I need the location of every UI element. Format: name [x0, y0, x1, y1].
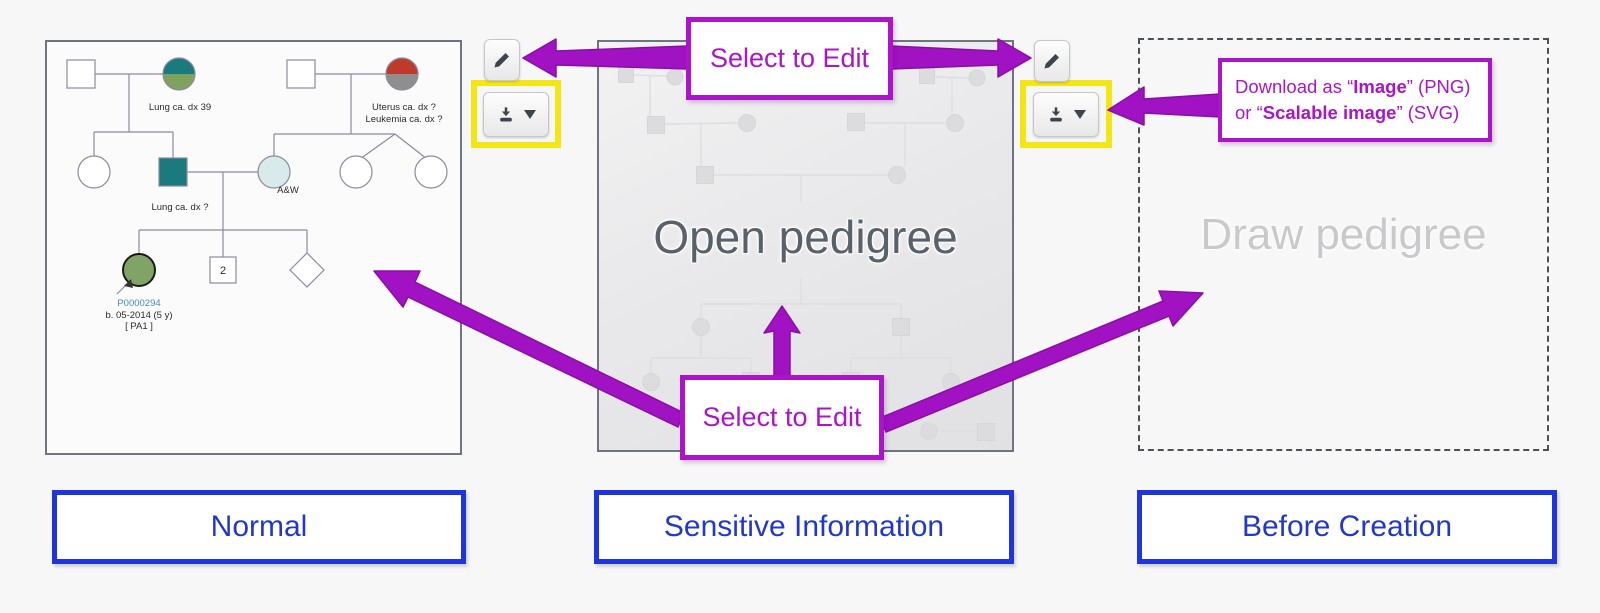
person-mother-aw: [257, 155, 291, 189]
pedigree-label: Lung ca. dx 39: [149, 102, 211, 113]
caption-sensitive: Sensitive Information: [594, 490, 1014, 564]
open-pedigree-title: Open pedigree: [653, 211, 958, 263]
edit-pedigree-button-1[interactable]: [484, 39, 520, 81]
pedigree-thumbnail-normal[interactable]: Lung ca. dx 39 Uterus ca. dx ? Leukemia …: [45, 40, 462, 455]
proband-birth: b. 05-2014 (5 y): [105, 310, 172, 321]
person-grandmother-right: [385, 57, 419, 91]
proband-id: P0000294: [117, 298, 160, 309]
proband-tag: [ PA1 ]: [125, 321, 153, 332]
download-highlight-1: [471, 80, 561, 148]
person-sibling-group: [209, 256, 237, 284]
pedigree-thumbnail-empty[interactable]: Draw pedigree: [1138, 38, 1549, 451]
caret-down-icon: [524, 109, 536, 119]
caret-down-icon: [1074, 109, 1086, 119]
person-twin-2: [414, 155, 448, 189]
person-grandmother-left: [162, 57, 196, 91]
caption-before: Before Creation: [1137, 490, 1557, 564]
draw-pedigree-title: Draw pedigree: [1200, 210, 1487, 259]
callout-text: Select to Edit: [702, 402, 862, 432]
download-button-1[interactable]: [483, 91, 549, 137]
pedigree-drawing: Lung ca. dx 39 Uterus ca. dx ? Leukemia …: [66, 57, 448, 332]
proband-arrow-icon: [116, 279, 133, 295]
person-grandfather-left: [66, 59, 96, 89]
callout-text: Select to Edit: [709, 43, 870, 73]
select-to-edit-callout-top: Select to Edit: [686, 17, 893, 100]
sibling-count: 2: [220, 265, 226, 277]
person-twin-1: [339, 155, 373, 189]
caption-normal: Normal: [52, 490, 466, 564]
caption-text: Normal: [210, 510, 308, 543]
pedigree-label: A&W: [277, 185, 299, 196]
person-father-affected: [158, 157, 188, 187]
person-proband: [122, 253, 156, 287]
pedigree-label: Lung ca. dx ?: [151, 202, 208, 213]
download-note-callout: Download as “Image” (PNG) or “Scalable i…: [1218, 58, 1492, 142]
download-note-line1: Download as “Image” (PNG): [1235, 76, 1471, 97]
download-icon: [500, 107, 512, 122]
pedigree-label: Leukemia ca. dx ?: [365, 114, 442, 125]
caption-text: Sensitive Information: [663, 510, 945, 543]
person-aunt: [77, 155, 111, 189]
pedigree-label: Uterus ca. dx ?: [372, 102, 436, 113]
download-highlight-2: [1020, 80, 1112, 148]
download-icon: [1050, 107, 1062, 122]
select-to-edit-callout-bottom: Select to Edit: [680, 375, 884, 460]
person-grandfather-right: [286, 59, 316, 89]
edit-pedigree-button-2[interactable]: [1034, 40, 1070, 82]
download-button-2[interactable]: [1033, 91, 1099, 137]
person-unknown-sex: [289, 252, 325, 288]
pencil-icon: [494, 53, 509, 68]
caption-text: Before Creation: [1241, 510, 1453, 543]
download-note-line2: or “Scalable image” (SVG): [1235, 102, 1460, 123]
pencil-icon: [1044, 54, 1059, 69]
